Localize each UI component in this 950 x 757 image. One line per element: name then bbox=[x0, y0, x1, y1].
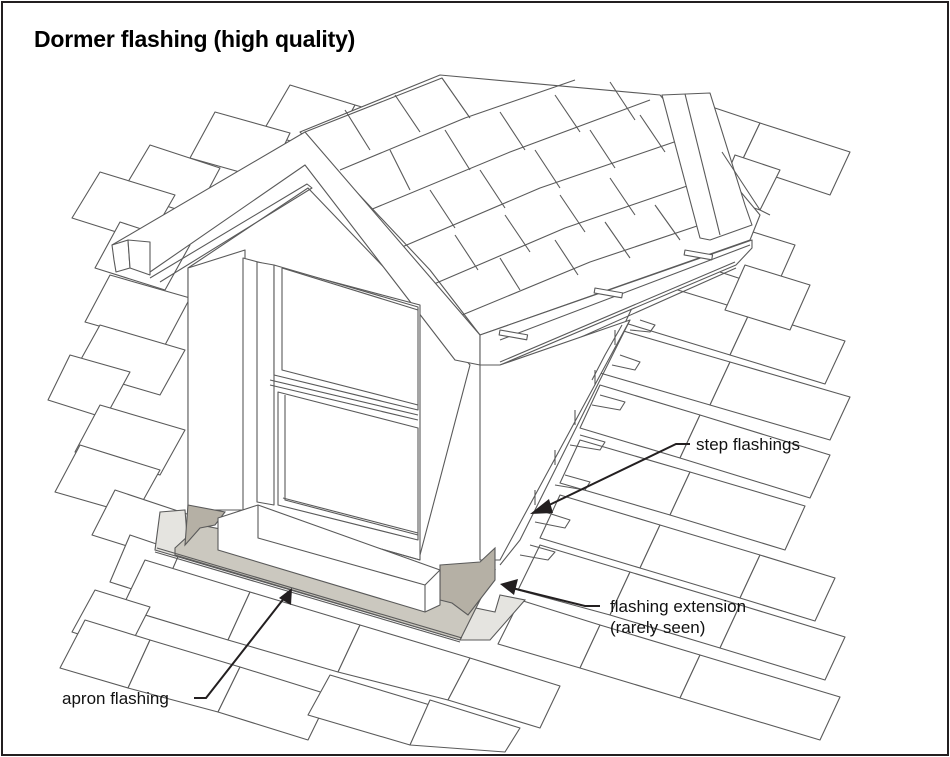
dormer-front-wall bbox=[187, 249, 421, 561]
callout-flashing-extension bbox=[500, 579, 600, 607]
apron-flashing bbox=[154, 504, 527, 643]
dormer-roof bbox=[299, 74, 771, 336]
label-flashing-extension-note: (rarely seen) bbox=[610, 618, 706, 637]
callout-apron-flashing bbox=[194, 588, 292, 699]
label-flashing-extension: flashing extension bbox=[610, 597, 747, 616]
label-step-flashings: step flashings bbox=[696, 435, 800, 454]
dormer-eave-gutter bbox=[479, 239, 753, 371]
figure-title: Dormer flashing (high quality) bbox=[34, 26, 356, 52]
dormer-side-wall bbox=[479, 319, 656, 566]
apron-flashing-leader bbox=[194, 596, 286, 699]
flashing-extension-leader bbox=[511, 587, 600, 607]
label-apron-flashing: apron flashing bbox=[62, 689, 169, 708]
apron-flashing-arrow-icon bbox=[279, 588, 292, 605]
flashing-extension-arrow-icon bbox=[500, 579, 518, 595]
step-flashings-leader bbox=[544, 443, 690, 508]
step-flashings-arrow-icon bbox=[530, 499, 553, 514]
callout-step-flashings bbox=[530, 443, 690, 514]
